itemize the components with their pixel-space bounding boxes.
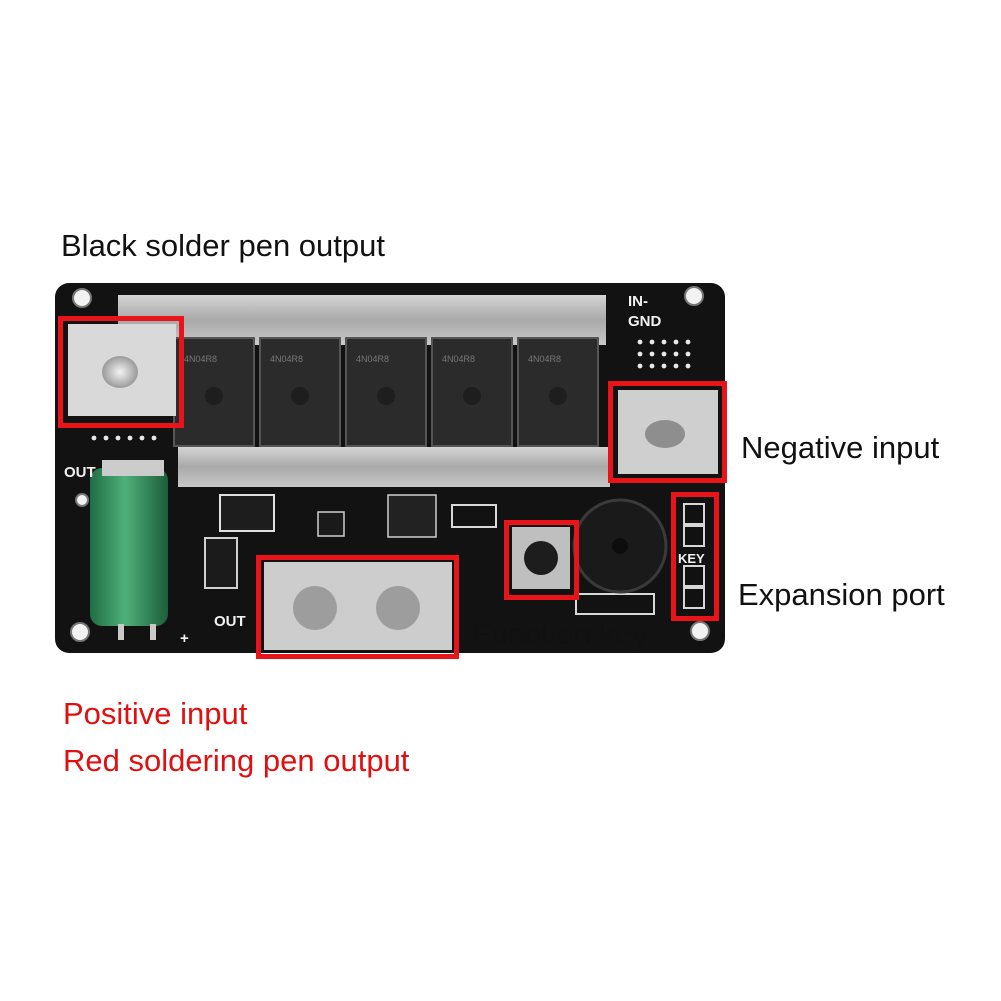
mosfet: 4N04R8 [345, 337, 427, 447]
mounting-holes [70, 286, 710, 642]
label-expansion-port: Expansion port [738, 577, 945, 612]
silk-plus: + [180, 630, 189, 647]
highlight-negative-input [608, 381, 727, 483]
bottom-tin-rail [178, 447, 610, 487]
capacitor-legs [118, 624, 156, 640]
svg-text:4N04R8: 4N04R8 [528, 354, 561, 364]
label-black-pen-output: Black solder pen output [61, 228, 385, 263]
mosfet-row: 4N04R8 4N04R8 4N04R8 4N04R8 4N04R8 [173, 337, 599, 447]
highlight-function-key [504, 520, 579, 600]
top-tin-rail [118, 295, 606, 345]
silk-gnd: GND [628, 313, 662, 330]
mosfet: 4N04R8 [517, 337, 599, 447]
capacitor [90, 468, 168, 626]
svg-text:4N04R8: 4N04R8 [184, 354, 217, 364]
silk-out-bottom: OUT [214, 613, 246, 630]
pad-screw-hole [645, 420, 685, 448]
silk-key: KEY [678, 551, 705, 566]
label-negative-input: Negative input [741, 430, 940, 465]
silk-out-left: OUT [64, 464, 96, 481]
mosfet: 4N04R8 [173, 337, 255, 447]
mosfet: 4N04R8 [431, 337, 513, 447]
mosfet: 4N04R8 [259, 337, 341, 447]
via-grid [91, 339, 691, 441]
label-function-key: Function key [472, 616, 648, 651]
highlight-positive-input [256, 555, 459, 659]
svg-text:4N04R8: 4N04R8 [356, 354, 389, 364]
highlight-expansion-port [671, 492, 719, 621]
highlight-black-pen-output [58, 316, 184, 428]
smd-components [102, 460, 655, 615]
silk-in: IN- [628, 293, 648, 310]
label-red-pen-output: Red soldering pen output [63, 743, 410, 778]
svg-text:4N04R8: 4N04R8 [270, 354, 303, 364]
label-positive-input: Positive input [63, 696, 248, 731]
pad-screw-hole [102, 356, 138, 388]
svg-text:4N04R8: 4N04R8 [442, 354, 475, 364]
expansion-header [683, 503, 705, 609]
